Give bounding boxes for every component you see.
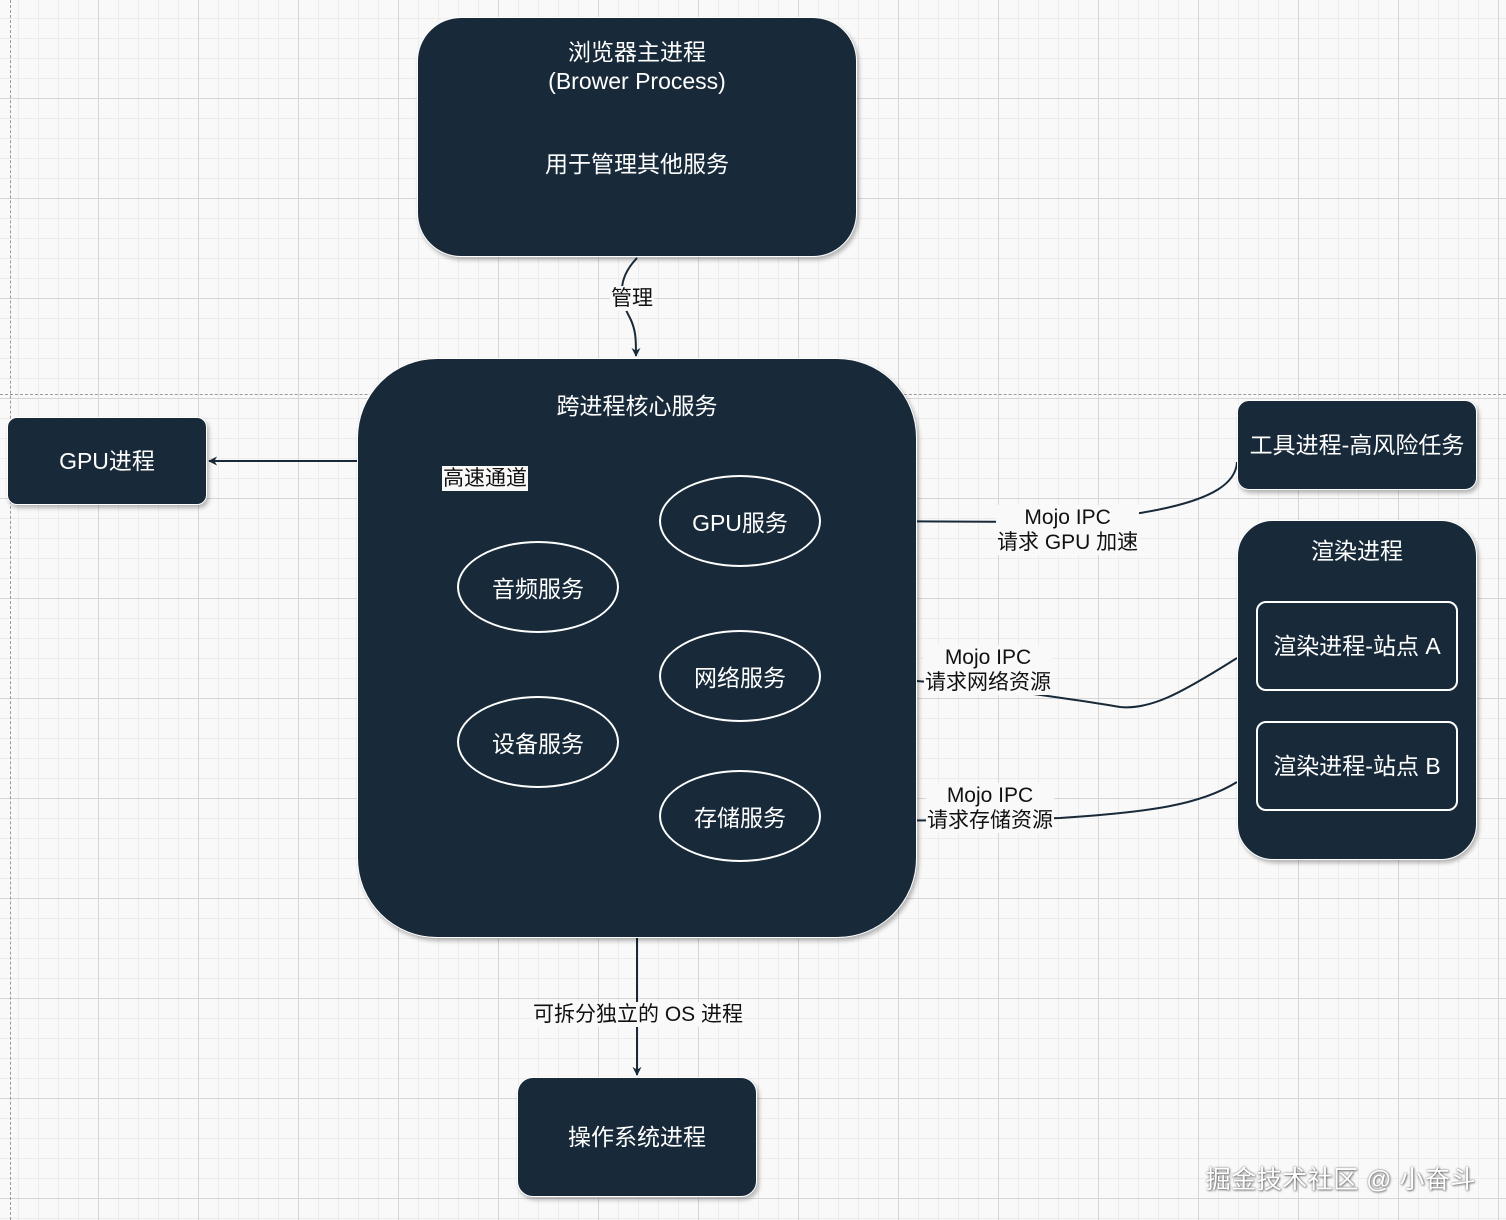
- edge-label-manage: 管理: [610, 286, 654, 311]
- edge-label-storage-ipc-line2: 请求存储资源: [927, 809, 1053, 832]
- edge-label-storage-ipc: Mojo IPC 请求存储资源: [926, 783, 1054, 833]
- render-site-a-node: 渲染进程-站点 A: [1256, 601, 1458, 691]
- edge-gpu-ipc: [824, 461, 1238, 526]
- edge-label-split-os: 可拆分独立的 OS 进程: [532, 1002, 745, 1027]
- network-service-node: 网络服务: [659, 630, 821, 722]
- edge-label-gpu-ipc-line1: Mojo IPC: [1024, 506, 1111, 529]
- browser-process-node: 浏览器主进程 (Brower Process) 用于管理其他服务: [417, 17, 857, 257]
- browser-process-description: 用于管理其他服务: [545, 151, 729, 177]
- edge-label-network-ipc: Mojo IPC 请求网络资源: [924, 645, 1052, 695]
- edge-label-gpu-ipc: Mojo IPC 请求 GPU 加速: [996, 505, 1140, 555]
- audio-service-node: 音频服务: [457, 541, 619, 633]
- browser-process-title: 浏览器主进程: [568, 39, 706, 65]
- core-services-node: 跨进程核心服务: [357, 358, 917, 938]
- browser-process-subtitle: (Brower Process): [548, 68, 726, 94]
- storage-service-node: 存储服务: [659, 770, 821, 862]
- guide-line-vertical: [10, 0, 11, 1220]
- edge-manage: [620, 257, 641, 357]
- tool-process-node: 工具进程-高风险任务: [1237, 400, 1477, 490]
- render-site-b-node: 渲染进程-站点 B: [1256, 721, 1458, 811]
- edge-label-storage-ipc-line1: Mojo IPC: [946, 784, 1034, 807]
- gpu-service-node: GPU服务: [659, 475, 821, 567]
- edge-label-network-ipc-line1: Mojo IPC: [944, 646, 1032, 669]
- os-process-node: 操作系统进程: [517, 1077, 757, 1197]
- core-services-title: 跨进程核心服务: [556, 393, 718, 419]
- device-service-node: 设备服务: [457, 696, 619, 788]
- gpu-process-node: GPU进程: [7, 417, 207, 505]
- edge-label-network-ipc-line2: 请求网络资源: [925, 671, 1051, 694]
- render-process-node: 渲染进程 渲染进程-站点 A 渲染进程-站点 B: [1237, 520, 1477, 860]
- edge-label-fast-channel: 高速通道: [442, 466, 528, 491]
- watermark: 掘金技术社区 @ 小奋斗: [1205, 1166, 1476, 1194]
- render-process-title: 渲染进程: [1311, 538, 1403, 564]
- edge-label-gpu-ipc-line2: 请求 GPU 加速: [997, 531, 1139, 554]
- edge-storage-ipc: [824, 781, 1238, 826]
